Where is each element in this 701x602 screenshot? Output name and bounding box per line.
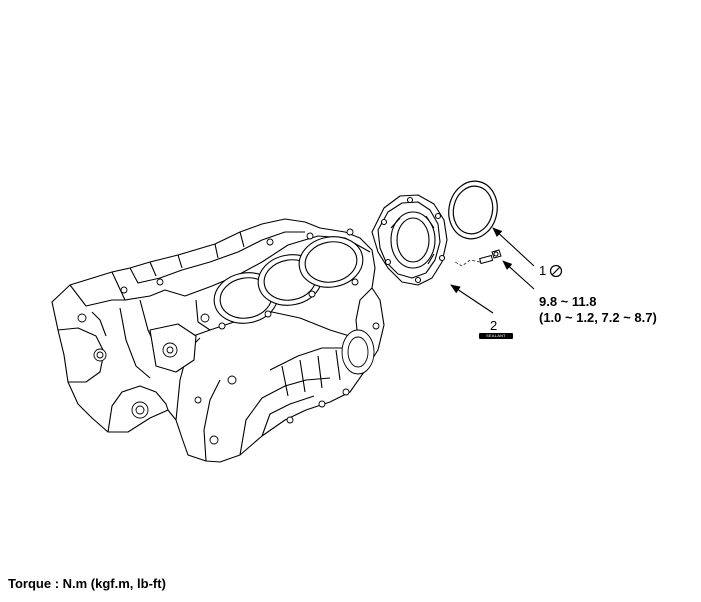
cylinder-bores (213, 236, 364, 324)
torque-spec-converted: (1.0 ~ 1.2, 7.2 ~ 8.7) (539, 310, 657, 325)
torque-spec: 9.8 ~ 11.8 (1.0 ~ 1.2, 7.2 ~ 8.7) (539, 294, 657, 326)
rear-oil-seal (448, 180, 498, 240)
no-reuse-icon (549, 264, 563, 278)
callout-2-label: 2 (490, 318, 498, 333)
seal-case-bolt (479, 249, 502, 265)
bolt-holes (77, 228, 380, 445)
sealant-icon: SEALANT (479, 333, 513, 339)
torque-spec-nm: 9.8 ~ 11.8 (539, 294, 597, 309)
arrow-icon (450, 284, 494, 314)
rear-oil-seal-case (371, 194, 448, 286)
torque-unit-note: Torque : N.m (kgf.m, lb-ft) (8, 576, 166, 591)
arrow-icon (502, 260, 535, 290)
bolt-leader-line (454, 259, 481, 267)
callout-1-label: 1 (539, 263, 547, 278)
arrow-icon (492, 227, 535, 267)
leader-arrows (450, 227, 535, 314)
